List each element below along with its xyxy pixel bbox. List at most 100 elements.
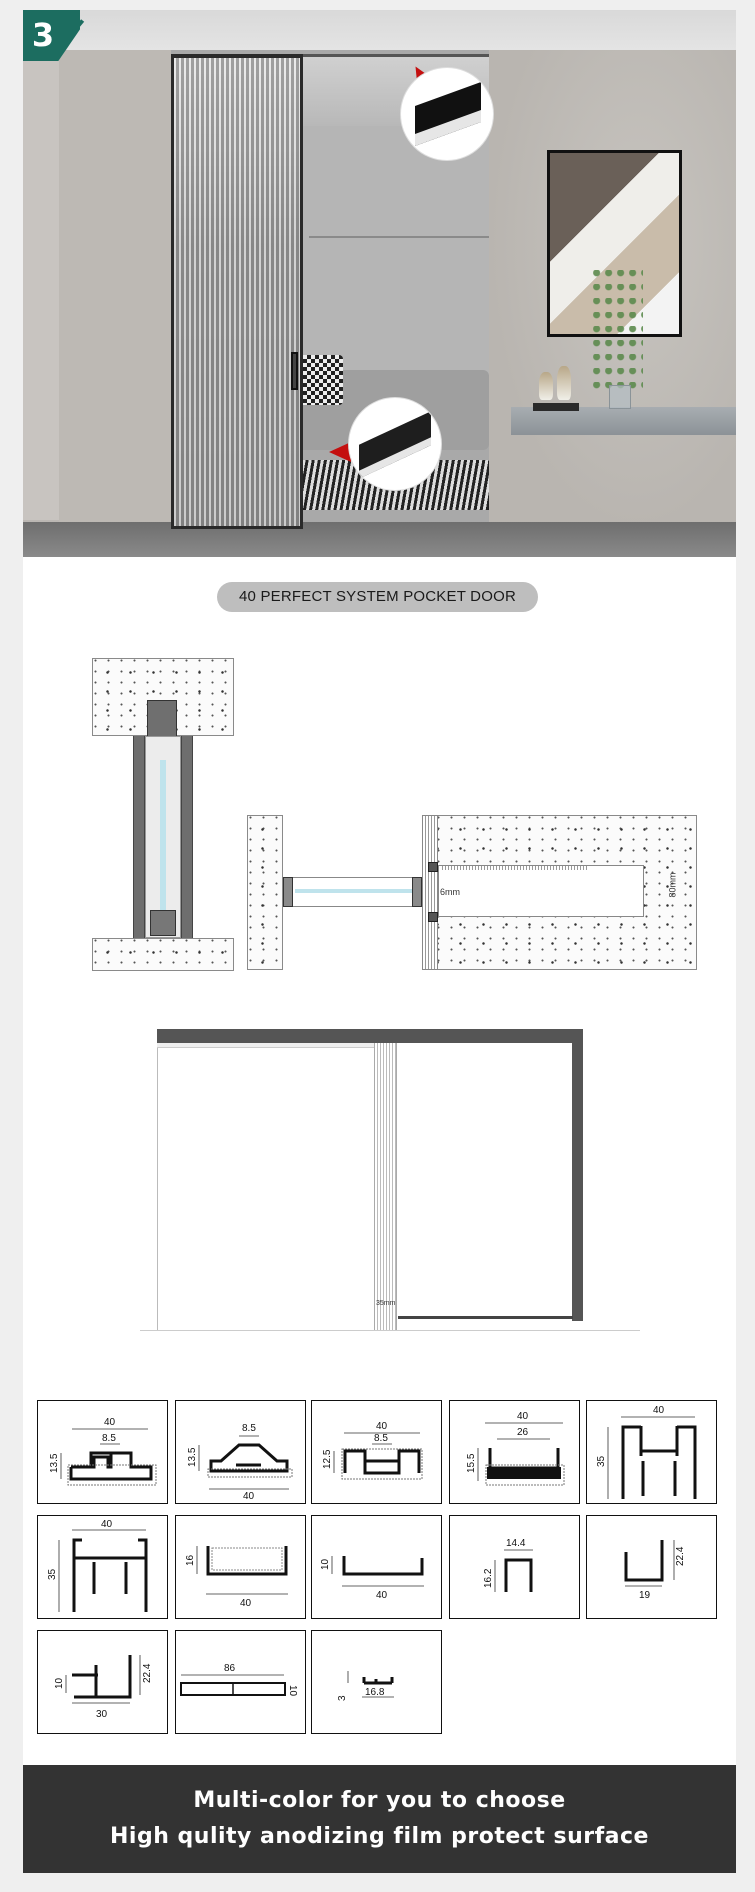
door-stile xyxy=(572,1043,583,1321)
profile-drawing-8: 10 40 xyxy=(320,1556,424,1601)
gap-dimension: 6mm xyxy=(440,887,460,897)
header-beam xyxy=(157,1029,583,1043)
profile-tile-7: 16 40 xyxy=(175,1515,306,1619)
glass-pane xyxy=(160,760,166,910)
dim-label: 13.5 xyxy=(49,1453,60,1473)
profile-drawing-6: 40 35 xyxy=(47,1519,148,1612)
profile-drawing-12: 86 10 xyxy=(180,1663,298,1697)
profile-tile-2: 8.5 13.5 40 xyxy=(175,1400,306,1504)
floor-line xyxy=(140,1330,640,1331)
profile-tile-11: 10 22.4 30 xyxy=(37,1630,168,1734)
profile-drawing-13: 3 16.8 xyxy=(337,1671,394,1701)
dim-label: 12.5 xyxy=(322,1449,333,1469)
pocket-wall xyxy=(59,50,171,530)
dim-label: 40 xyxy=(243,1491,255,1502)
fluted-glass-sliding-door xyxy=(171,54,303,529)
profile-tile-13: 3 16.8 xyxy=(311,1630,442,1734)
glass-vase xyxy=(609,385,631,409)
dim-label: 16.2 xyxy=(483,1568,494,1588)
profile-tile-12: 86 10 xyxy=(175,1630,306,1734)
dim-label: 10 xyxy=(320,1558,331,1570)
profile-drawing-4: 40 26 15.5 xyxy=(466,1411,565,1486)
profile-tile-4: 40 26 15.5 xyxy=(449,1400,580,1504)
dim-label: 26 xyxy=(517,1427,529,1438)
dim-label: 22.4 xyxy=(675,1546,686,1566)
dim-label: 40 xyxy=(104,1417,116,1428)
glass-plan xyxy=(295,889,415,893)
profile-drawing-9: 14.4 16.2 xyxy=(483,1538,533,1592)
door-handle xyxy=(291,352,298,390)
pocket-track xyxy=(440,866,588,870)
profile-drawing-10: 22.4 19 xyxy=(624,1540,686,1601)
books xyxy=(533,403,579,411)
dim-label: 13.5 xyxy=(187,1447,198,1467)
vase xyxy=(539,372,553,400)
top-track xyxy=(157,1043,375,1048)
top-track-profile-image xyxy=(415,81,481,147)
ceiling xyxy=(23,10,736,50)
dim-label: 8.5 xyxy=(242,1423,256,1434)
dim-label: 19 xyxy=(639,1590,651,1601)
step-number: 3 xyxy=(31,16,55,54)
opening-edge xyxy=(157,1043,158,1330)
vase xyxy=(557,366,571,400)
profile-drawing-11: 10 22.4 30 xyxy=(54,1655,153,1720)
wall-board-right xyxy=(181,736,193,938)
bottom-track-profile-image xyxy=(359,411,431,479)
profile-tile-9: 14.4 16.2 xyxy=(449,1515,580,1619)
dim-label: 14.4 xyxy=(506,1538,526,1549)
profile-tile-3: 40 8.5 12.5 xyxy=(311,1400,442,1504)
dim-label: 22.4 xyxy=(142,1663,153,1683)
seal-top xyxy=(428,862,438,872)
stile-right xyxy=(412,877,422,907)
bottom-track-profile-callout xyxy=(349,398,441,490)
jamb-dimension: 35mm xyxy=(376,1300,396,1307)
hero-photo-pocket-door-interior xyxy=(23,10,736,557)
dim-label: 10 xyxy=(54,1677,65,1689)
bottom-guide xyxy=(150,910,176,936)
profile-tile-1: 40 8.5 13.5 xyxy=(37,1400,168,1504)
profile-drawing-3: 40 8.5 12.5 xyxy=(322,1421,423,1480)
dim-label: 40 xyxy=(653,1405,665,1416)
plant xyxy=(593,270,643,390)
dim-label: 35 xyxy=(596,1455,607,1467)
dim-label: 40 xyxy=(376,1421,388,1432)
dim-label: 15.5 xyxy=(466,1453,477,1473)
dim-label: 3 xyxy=(337,1695,348,1701)
callout-pointer-bottom xyxy=(329,442,351,462)
concrete-floor xyxy=(92,938,234,971)
footer-headline: Multi-color for you to choose xyxy=(193,1788,566,1813)
profile-drawing-2: 8.5 13.5 40 xyxy=(187,1423,293,1502)
side-wall xyxy=(23,50,59,520)
profile-drawing-7: 16 40 xyxy=(185,1546,288,1609)
pocket-cavity xyxy=(438,865,644,917)
footer-banner: Multi-color for you to choose High qulit… xyxy=(23,1765,736,1873)
dim-label: 40 xyxy=(376,1590,388,1601)
profile-tile-8: 10 40 xyxy=(311,1515,442,1619)
top-track-profile-callout xyxy=(401,68,493,160)
top-hanger-assembly xyxy=(147,700,177,740)
depth-dimension: 80mm xyxy=(667,872,678,898)
wall-board-left xyxy=(133,736,145,938)
dim-label: 40 xyxy=(517,1411,529,1422)
dim-label: 30 xyxy=(96,1709,108,1720)
floor xyxy=(23,522,736,557)
concrete-ceiling xyxy=(92,658,234,736)
jamb-plan xyxy=(422,815,438,970)
dim-label: 35 xyxy=(47,1568,58,1580)
stone-shelf xyxy=(511,407,736,435)
dim-label: 8.5 xyxy=(374,1433,388,1444)
dim-label: 8.5 xyxy=(102,1433,116,1444)
seal-bottom xyxy=(428,912,438,922)
profile-tile-5: 40 35 xyxy=(586,1400,717,1504)
dim-label: 86 xyxy=(224,1663,236,1674)
bottom-rail xyxy=(398,1316,573,1319)
profile-drawing-1: 40 8.5 13.5 xyxy=(49,1417,157,1486)
profile-drawing-5: 40 35 xyxy=(596,1405,697,1499)
footer-subline: High qulity anodizing film protect surfa… xyxy=(110,1824,649,1849)
dim-label: 40 xyxy=(240,1598,252,1609)
dim-label: 16 xyxy=(185,1554,196,1566)
jamb xyxy=(374,1043,397,1330)
section-title: 40 PERFECT SYSTEM POCKET DOOR xyxy=(217,582,538,612)
stile-left xyxy=(283,877,293,907)
